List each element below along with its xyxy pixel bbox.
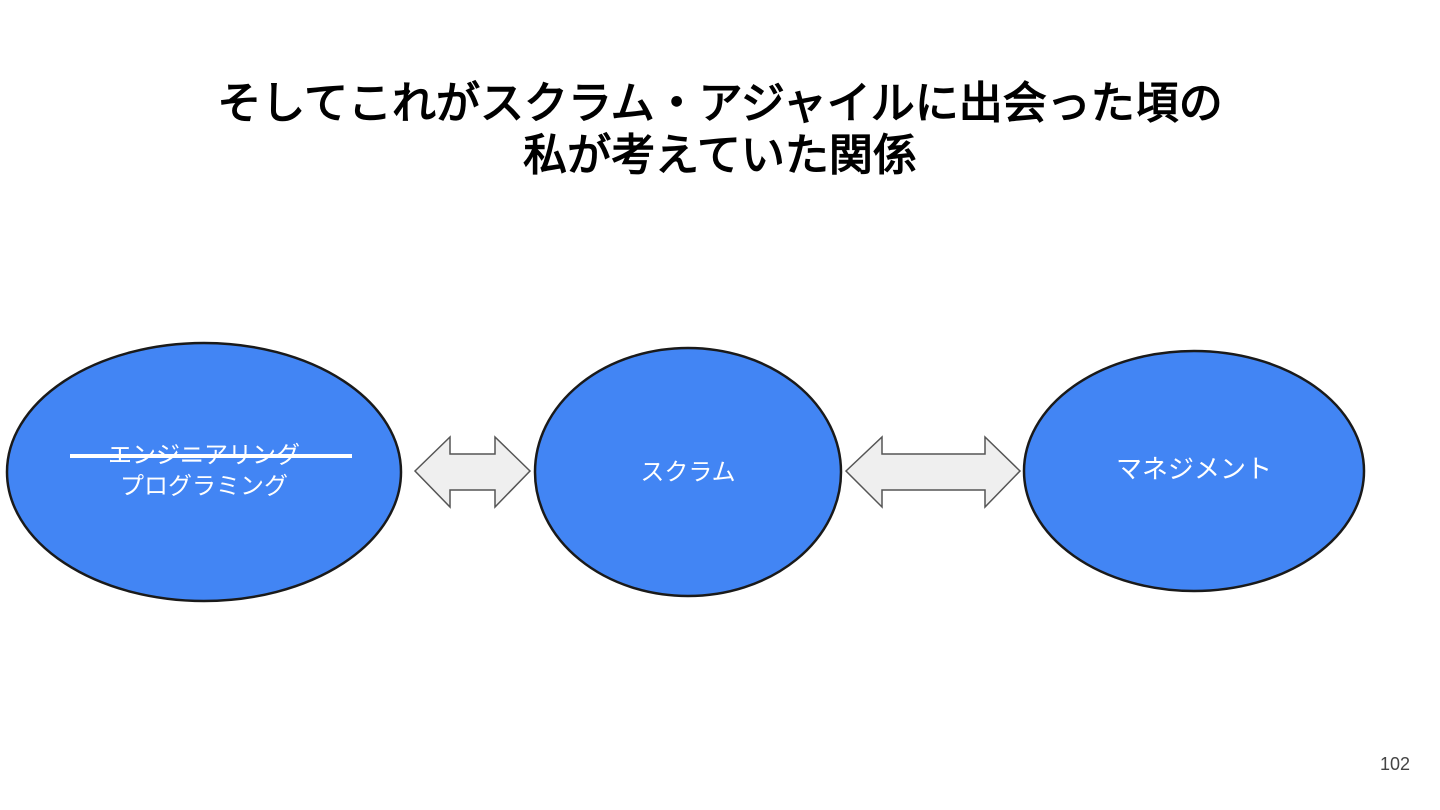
management-node-label: マネジメント [1044,455,1344,486]
double-arrow-programming-scrum [413,435,532,509]
management-node [1022,349,1366,593]
page-number: 102 [1379,754,1410,774]
double-arrow-scrum-management [844,435,1022,509]
label-programming: プログラミング [120,472,288,500]
slide-title-line-1: そしてこれがスクラム・アジャイルに出会った頃の [217,78,1223,129]
slide-title-line-2: 私が考えていた関係 [523,130,917,181]
struck-label-engineering: エンジニアリング [108,441,300,469]
scrum-node [533,346,843,598]
label-scrum: スクラム [640,458,736,486]
scrum-node-label: スクラム [538,457,838,488]
programming-node [5,341,403,603]
label-management: マネジメント [1115,455,1272,485]
programming-node-label: エンジニアリング プログラミング [54,440,354,502]
slide-title: そしてこれがスクラム・アジャイルに出会った頃の 私が考えていた関係 [0,78,1440,182]
